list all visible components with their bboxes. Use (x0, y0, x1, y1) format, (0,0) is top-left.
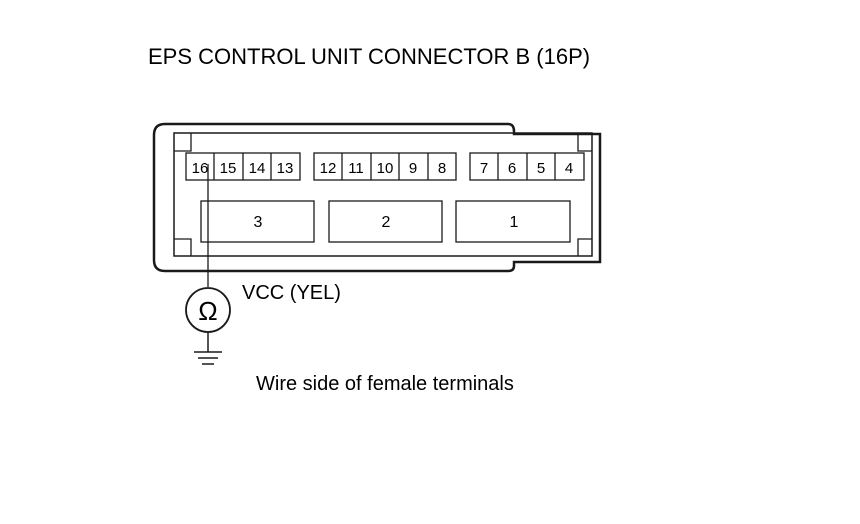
terminal-6-label: 6 (508, 160, 516, 177)
terminal-2-label: 2 (382, 214, 391, 231)
probe-label: VCC (YEL) (242, 282, 341, 304)
terminal-1-label: 1 (510, 214, 519, 231)
small-terminal-row (185, 152, 585, 181)
large-terminal-row (200, 200, 571, 243)
terminal-9-label: 9 (409, 160, 417, 177)
terminal-15-label: 15 (220, 160, 237, 177)
ohm-symbol: Ω (198, 296, 217, 326)
connector-housing (152, 122, 602, 273)
terminal-10-label: 10 (377, 160, 394, 177)
ground-icon (194, 332, 222, 365)
terminal-5-label: 5 (537, 160, 545, 177)
terminal-14-label: 14 (249, 160, 266, 177)
terminal-7-label: 7 (480, 160, 488, 177)
terminal-12-label: 12 (320, 160, 337, 177)
terminal-11-label: 11 (348, 160, 364, 177)
terminal-16-label: 16 (192, 160, 209, 177)
ohmmeter-icon: Ω (185, 287, 231, 333)
terminal-13-label: 13 (277, 160, 294, 177)
diagram-title: EPS CONTROL UNIT CONNECTOR B (16P) (148, 44, 590, 69)
terminal-8-label: 8 (438, 160, 446, 177)
terminal-3-label: 3 (254, 214, 263, 231)
terminal-4-label: 4 (565, 160, 573, 177)
caption: Wire side of female terminals (256, 373, 514, 395)
